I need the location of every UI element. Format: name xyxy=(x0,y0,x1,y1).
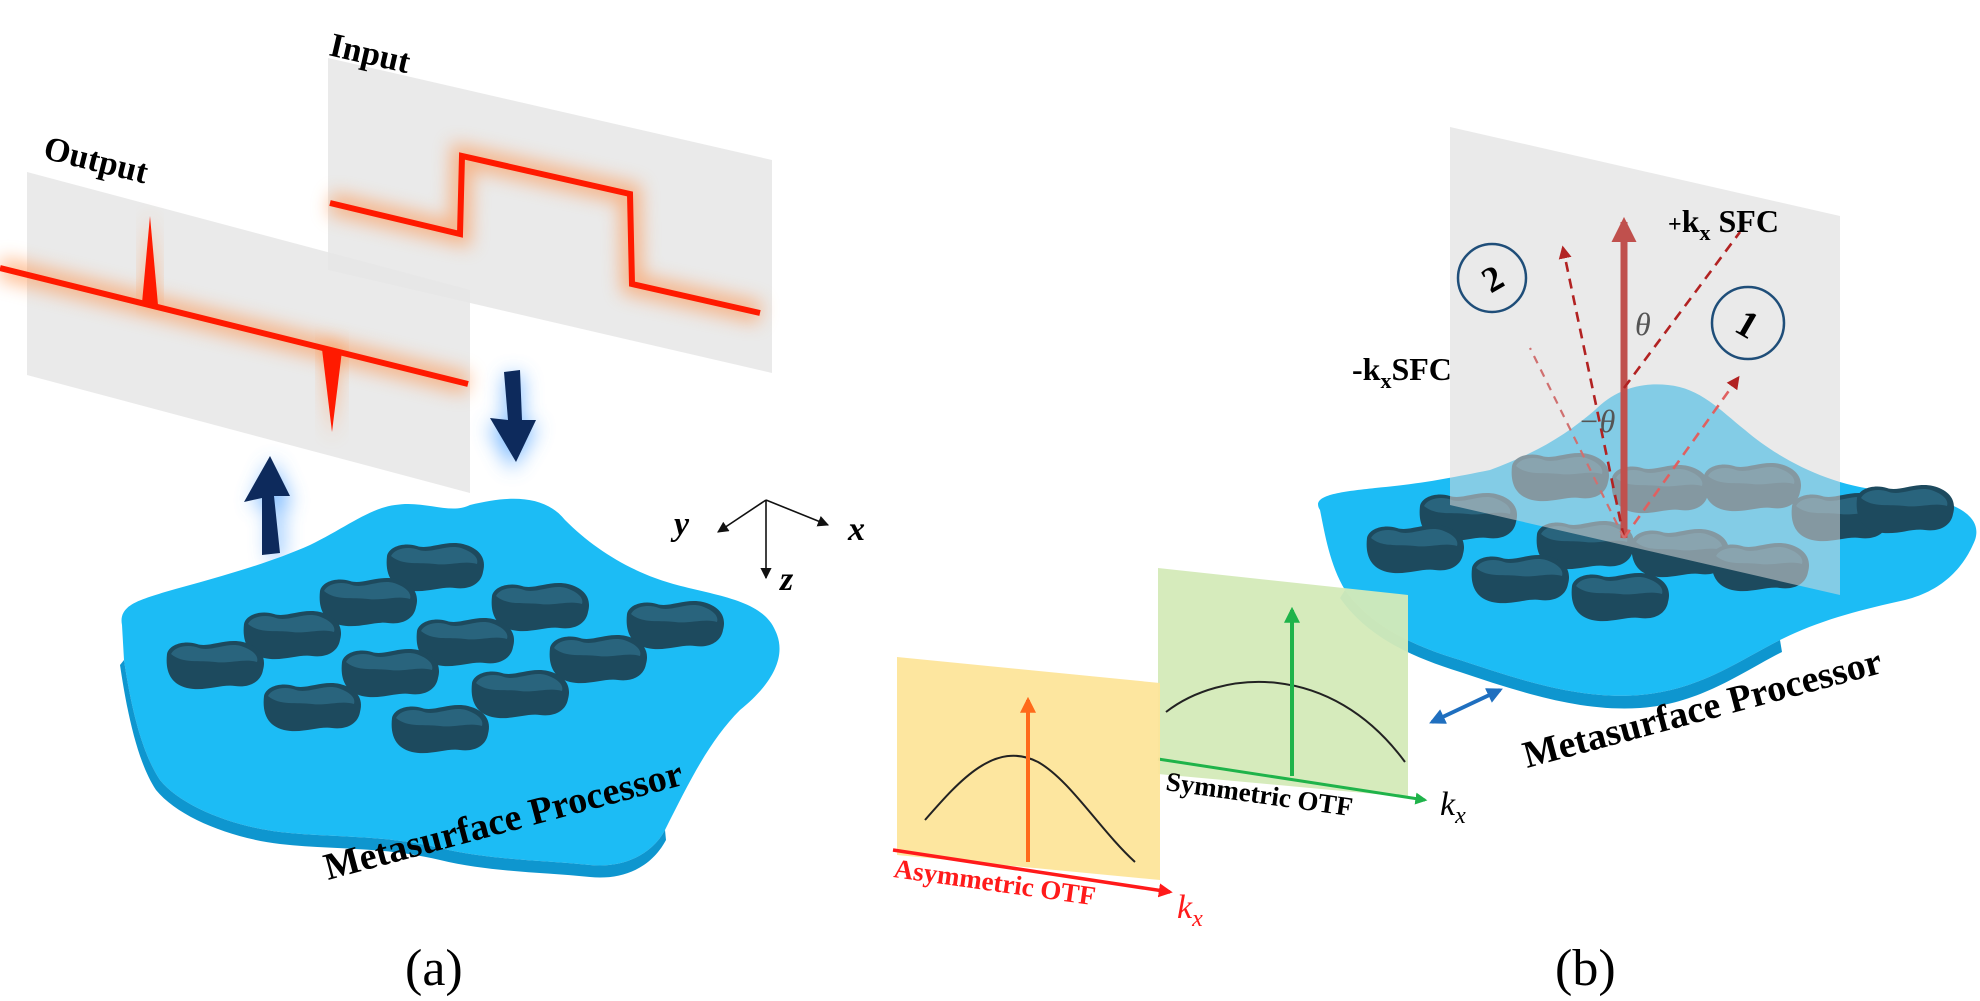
output-signal xyxy=(0,212,471,440)
up-arrow xyxy=(244,456,292,560)
metasurface-a xyxy=(120,498,780,878)
axis-z-label: z xyxy=(779,561,794,598)
plus-sfc-line xyxy=(1622,231,1742,389)
panel-b: θ −θ 2 1 +kx SFC -kxSFC Metasurface Proc… xyxy=(892,127,1977,997)
theta-label: θ xyxy=(1635,306,1651,342)
axis-x-label: x xyxy=(847,511,865,548)
caption-b: (b) xyxy=(1555,940,1616,997)
axes-indicator: x y z xyxy=(670,499,865,598)
minus-sfc-line xyxy=(1529,347,1625,539)
asymmetric-otf-inset: Asymmetric OTF kx xyxy=(892,657,1203,932)
panel-a: Input Output xyxy=(0,27,865,997)
axis-y-label: y xyxy=(670,506,690,543)
ray-2-out xyxy=(1558,245,1626,539)
asym-kx-label: kx xyxy=(1177,889,1203,932)
caption-a: (a) xyxy=(405,940,463,997)
plus-sfc-label: +kx SFC xyxy=(1668,203,1779,245)
input-signal xyxy=(327,142,763,324)
double-arrow xyxy=(1429,688,1503,724)
sym-kx-label: kx xyxy=(1440,786,1466,829)
minus-sfc-label: -kxSFC xyxy=(1352,351,1452,393)
minus-theta-label: −θ xyxy=(1578,403,1615,439)
down-arrow xyxy=(488,370,538,470)
sfc-rays: θ −θ xyxy=(1529,216,1742,539)
